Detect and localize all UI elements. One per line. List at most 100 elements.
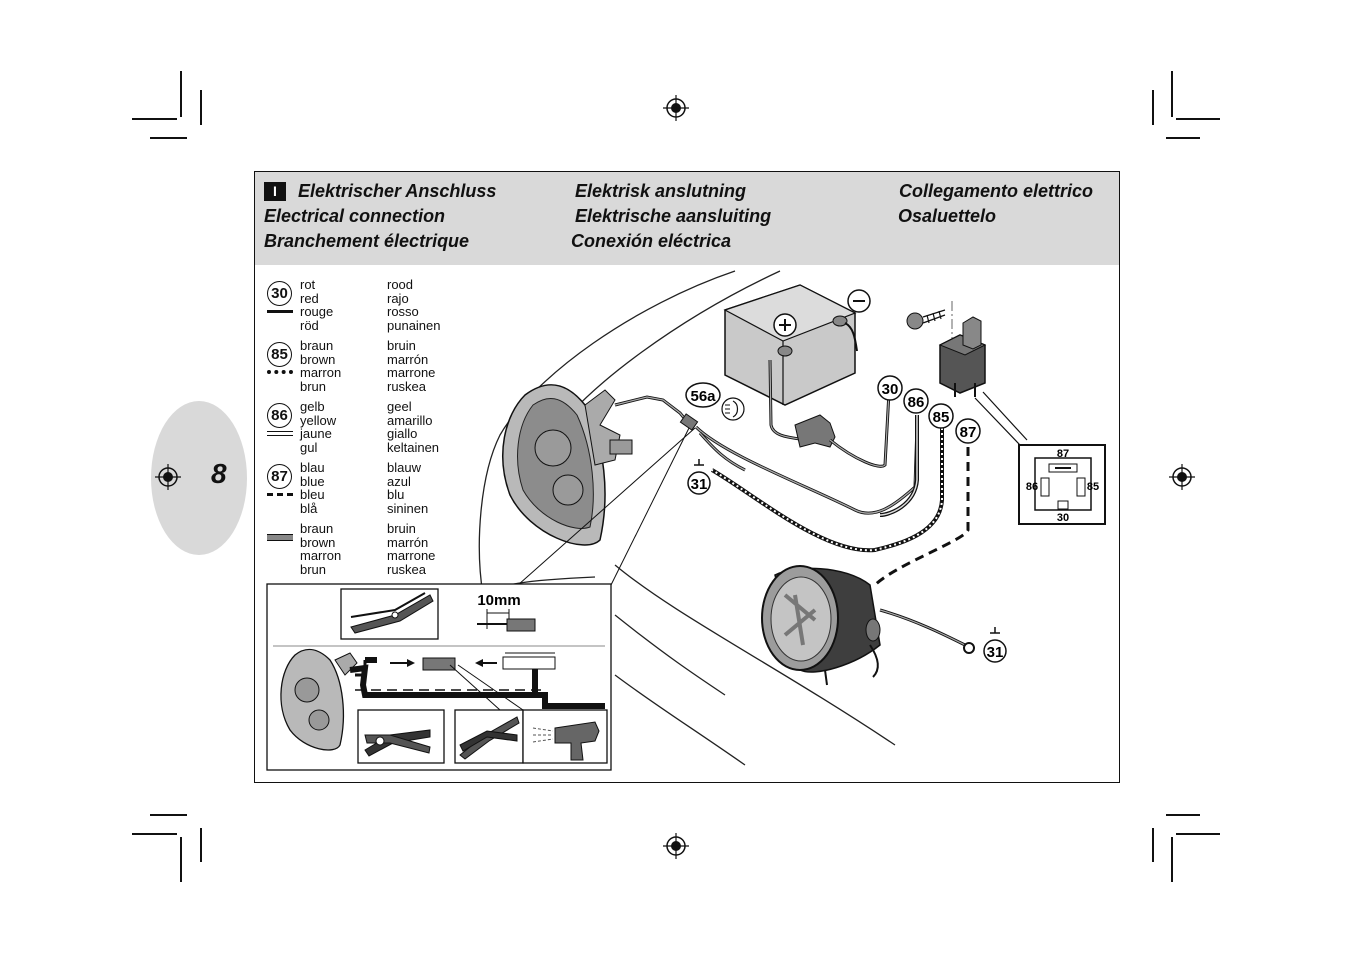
crop-mark	[1171, 71, 1173, 117]
legend-row-87: 87 blau blue bleu blå blauw azul blu sin…	[255, 461, 495, 521]
legend-text: rajo	[387, 290, 409, 306]
crop-mark	[200, 90, 202, 125]
legend-text: bleu	[300, 487, 325, 503]
legend-text: rosso	[387, 304, 419, 320]
terminal-31-left: 31	[691, 476, 708, 493]
terminal-87: 87	[960, 424, 977, 441]
battery-icon	[723, 284, 871, 406]
title-es: Conexión eléctrica	[571, 231, 732, 251]
crop-mark	[200, 828, 202, 862]
line-sample-double	[267, 431, 293, 436]
crimp-tool-icon	[459, 716, 520, 760]
line-sample-dashed	[267, 493, 293, 496]
legend-text: keltainen	[387, 439, 440, 455]
crop-mark	[132, 118, 177, 120]
crop-mark	[132, 833, 177, 835]
wire-stripper-icon	[350, 592, 434, 634]
wiring-diagram: 87 86 85 30	[266, 270, 1106, 771]
registration-mark-icon	[663, 95, 689, 121]
color-legend: 30 rot red rouge röd rood rajo rosso pun…	[255, 278, 495, 588]
screw-icon	[906, 301, 953, 341]
crop-mark	[1176, 118, 1220, 120]
legend-col-b: rood rajo rosso punainen	[387, 278, 441, 332]
legend-row-85: 85 braun brown marron brun bruin marrón …	[255, 339, 495, 399]
registration-mark-icon	[1169, 464, 1195, 490]
terminal-badge-85: 85	[267, 342, 292, 367]
crop-mark	[1166, 137, 1200, 139]
crop-mark	[1166, 814, 1200, 816]
legend-row-86: 86 gelb yellow jaune gul geel amarillo g…	[255, 400, 495, 460]
strip-length-label: 10mm	[477, 592, 520, 609]
legend-row-30: 30 rot red rouge röd rood rajo rosso pun…	[255, 278, 495, 338]
legend-text: blå	[300, 500, 318, 516]
legend-text: brun	[300, 561, 327, 577]
legend-text: blue	[300, 473, 325, 489]
legend-text: blau	[300, 460, 325, 475]
legend-text: jaune	[300, 426, 332, 442]
legend-text: marrón	[387, 351, 429, 367]
terminal-badge-87: 87	[267, 464, 292, 489]
title-fi: Osaluettelo	[898, 206, 997, 226]
crop-mark	[180, 71, 182, 117]
page-number: 8	[211, 458, 227, 489]
relay-pin-85: 85	[1087, 481, 1099, 493]
legend-text: blu	[387, 487, 405, 503]
legend-text: amarillo	[387, 412, 433, 428]
fog-lamp-icon	[761, 565, 975, 686]
legend-text: sininen	[387, 500, 429, 516]
title-de: Elektrischer Anschluss	[298, 181, 497, 201]
legend-text: blauw	[387, 460, 421, 475]
legend-col-b: bruin marrón marrone ruskea	[387, 339, 435, 393]
title-en: Electrical connection	[264, 206, 446, 226]
legend-col-b: bruin marrón marrone ruskea	[387, 522, 435, 576]
relay-pin-diagram: 87 86 85 30	[1018, 444, 1106, 525]
legend-text: giallo	[387, 426, 418, 442]
relay-pin-86: 86	[1026, 481, 1038, 493]
legend-text: brun	[300, 378, 327, 394]
legend-text: rouge	[300, 304, 334, 320]
relay-pin-30: 30	[1057, 512, 1069, 524]
legend-text: bruin	[387, 521, 416, 536]
terminal-30: 30	[882, 381, 899, 398]
content-frame: I Elektrischer Anschluss Elektrisk anslu…	[254, 171, 1120, 783]
inset-detail: 10mm	[266, 583, 612, 771]
terminal-86: 86	[908, 394, 925, 411]
legend-text: geel	[387, 399, 412, 414]
legend-col-a: rot red rouge röd	[300, 278, 333, 332]
terminal-badge-30: 30	[267, 281, 292, 306]
legend-text: rood	[387, 277, 414, 292]
legend-text: red	[300, 290, 319, 306]
legend-text: marrone	[387, 365, 436, 381]
registration-mark-icon	[663, 833, 689, 859]
legend-text: azul	[387, 473, 411, 489]
crop-mark	[150, 814, 187, 816]
relay-icon	[938, 316, 1028, 446]
legend-col-a: blau blue bleu blå	[300, 461, 325, 515]
registration-mark-icon	[155, 464, 181, 490]
legend-text: gul	[300, 439, 318, 455]
legend-text: brown	[300, 534, 336, 550]
legend-text: braun	[300, 521, 334, 536]
terminal-badges: 56a 30 86 85 87 31 31	[685, 375, 1007, 663]
crop-mark	[1152, 828, 1154, 862]
section-badge: I	[264, 182, 286, 201]
headlight-icon	[502, 384, 633, 546]
terminal-56a: 56a	[690, 388, 716, 405]
legend-col-b: geel amarillo giallo keltainen	[387, 400, 439, 454]
crop-mark	[180, 837, 182, 882]
legend-text: gelb	[300, 399, 325, 414]
terminal-badge-86: 86	[267, 403, 292, 428]
legend-text: marrone	[387, 548, 436, 564]
low-beam-icon	[721, 397, 745, 421]
line-sample-solid	[267, 310, 293, 313]
line-sample-dotted	[267, 370, 293, 374]
legend-row-ground: braun brown marron brun bruin marrón mar…	[255, 522, 495, 582]
ground-symbol-icon	[694, 459, 1000, 634]
line-sample-grey	[267, 534, 293, 541]
legend-col-a: gelb yellow jaune gul	[300, 400, 336, 454]
legend-col-a: braun brown marron brun	[300, 339, 341, 393]
terminal-31-right: 31	[987, 644, 1004, 661]
title-sv: Elektrisk anslutning	[575, 181, 747, 201]
legend-text: rot	[300, 277, 316, 292]
legend-text: ruskea	[387, 561, 427, 577]
